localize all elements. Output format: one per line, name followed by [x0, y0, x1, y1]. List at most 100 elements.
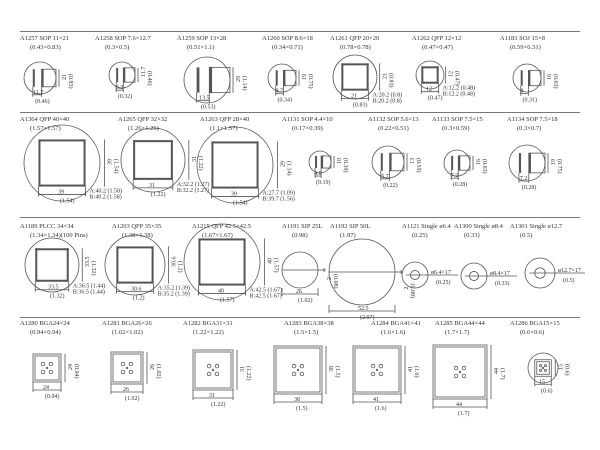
nozzle-drawing: ø6.4×17(0.25)	[401, 261, 458, 289]
nozzle-title: A1132 SOP 5.6×13	[368, 116, 419, 123]
nozzle-title: A1265 QFP 32×32	[118, 116, 168, 123]
outline	[389, 152, 405, 172]
nozzle-label: A1261 QFP 20×20(0.78×0.78)	[330, 34, 379, 52]
nozzle-label: A1189 PLCC 34×34(1.34×1.34)(100 Pins)	[20, 222, 88, 240]
nozzle-drawing: 21(0.83)21(0.83)A:20.2 (0.8)B:20.2 (0.8)	[332, 54, 402, 109]
nozzle-size-inches: (0.34×0.71)	[272, 44, 303, 51]
nozzle-title: A1301 Single ø12.7	[510, 223, 563, 230]
height-dimension: 19	[302, 74, 308, 80]
height-dimension: 21	[383, 73, 389, 79]
vent-hole	[296, 368, 300, 372]
outline	[208, 66, 231, 94]
height-dimension: 2	[404, 287, 410, 290]
nozzle-title: A1183 SOJ 15×8	[500, 35, 545, 42]
vent-hole	[214, 371, 220, 377]
outline	[457, 155, 471, 171]
vent-hole	[45, 366, 49, 370]
height-dimension-inches: (0.08)	[409, 284, 416, 299]
nozzle-size-inches: (1.1×1.57)	[210, 125, 238, 132]
nozzle-circle	[527, 352, 559, 384]
nozzle-title: A1282 BGA31×31	[183, 320, 233, 327]
b-dimension: B:40.2 (1.58)	[90, 194, 122, 201]
height-dimension-inches: (1.54)	[113, 159, 120, 174]
width-dimension: 33.5	[48, 285, 59, 291]
nozzle-drawing: 26(1.02)2(0.08)	[281, 251, 339, 304]
width-dimension: 8	[521, 89, 524, 95]
nozzle-title: A1285 BGA44×44	[435, 320, 485, 327]
width-dimension-inches: (1.32)	[50, 293, 65, 300]
width-dimension-inches: (1.02)	[298, 297, 313, 304]
width-dimension: 7.2	[451, 173, 459, 179]
height-dimension-inches: (0.39)	[342, 158, 349, 173]
outer-square	[352, 345, 402, 395]
nozzle-circle	[512, 63, 542, 93]
a-dimension: A:32.2 (1.27)	[177, 181, 210, 188]
pad-bar	[283, 70, 286, 86]
width-dimension: 7.2	[520, 176, 528, 182]
outline	[122, 67, 136, 83]
pad-bar	[196, 67, 200, 93]
nozzle-title: A1300 Single ø8.4	[454, 223, 503, 230]
nozzle-drawing: 12(0.47)12(0.47)A:12.2 (0.48)B:12.2 (0.4…	[415, 60, 475, 102]
vent-hole	[539, 368, 543, 372]
width-dimension-inches: (0.32)	[118, 93, 133, 100]
width-dimension-inches: (1.54)	[233, 200, 248, 207]
pad-bar	[198, 283, 246, 286]
pad-bar	[380, 153, 383, 171]
height-dimension-inches: (1.32)	[90, 261, 97, 276]
pad-bar	[458, 155, 461, 171]
width-dimension: 5.7	[381, 174, 389, 180]
vent-hole	[541, 366, 545, 370]
pad-bar	[421, 66, 439, 69]
height-dimension: 2	[327, 277, 333, 280]
nozzle-size-inches: (0.22×0.51)	[378, 125, 409, 132]
height-dimension-inches: (0.47)	[454, 71, 461, 86]
nozzle-size-inches: (1.97)	[340, 232, 356, 239]
pad-bar	[341, 63, 369, 66]
pad-bar	[366, 63, 369, 91]
nozzle-label: A1283 BGA38×38(1.5×1.5)	[284, 319, 334, 337]
nozzle-title: A1203 QFP 35×35	[112, 223, 162, 230]
vent-hole	[291, 371, 297, 377]
width-dimension-inches: (0.22)	[383, 182, 398, 189]
nozzle-drawing: 30.6(1.2)30.6(1.2)A:35.2 (1.39)B:35.2 (1…	[104, 234, 190, 302]
width-dimension-inches: (1.02)	[125, 395, 140, 402]
width-dimension: 15	[539, 379, 545, 385]
width-dimension-inches: (1.5)	[296, 405, 308, 412]
nozzle-title: A1286 BGA15×15	[510, 320, 560, 327]
pad-bar	[116, 246, 119, 284]
pad-bar	[32, 69, 35, 87]
height-dimension: 38	[329, 366, 335, 372]
nozzle-label: A1282 BGA31×31(1.22×1.22)	[183, 319, 233, 337]
pad-bar	[315, 155, 318, 169]
width-dimension: 31	[209, 393, 215, 399]
width-dimension-inches: (0.31)	[523, 97, 538, 104]
nozzle-drawing: 39(1.54)39(1.54)A:40.2 (1.58)B:40.2 (1.5…	[23, 124, 122, 205]
nozzle-size-inches: (0.98)	[292, 232, 308, 239]
nozzle-size-inches: (1.67×1.67)	[202, 232, 233, 239]
nozzle-label: A1280 BGA24×24(0.94×0.94)	[20, 319, 70, 337]
width-dimension: 41	[373, 397, 379, 403]
outline	[320, 155, 332, 169]
nozzle-label: A1286 BGA15×15(0.6×0.6)	[510, 319, 560, 337]
nozzle-drawing: 8(0.31)16(0.63)	[512, 63, 559, 104]
vent-hole	[48, 361, 54, 367]
height-dimension-inches: (1.22)	[197, 156, 204, 171]
width-dimension-inches: (1.2)	[133, 295, 145, 302]
nozzle-title: A1280 BGA24×24	[20, 320, 70, 327]
height-dimension: 39	[108, 159, 114, 165]
inner-square	[34, 355, 60, 381]
b-dimension: B:35.2 (1.39)	[158, 291, 190, 298]
inner-square	[112, 353, 142, 383]
divider	[20, 317, 580, 318]
nozzle-title: A1134 SOP 7.5×18	[507, 116, 558, 123]
width-dimension: 12	[426, 87, 432, 93]
vent-hole	[299, 371, 305, 377]
nozzle-title: A1262 QFP 12×12	[412, 35, 462, 42]
a-dimension: A:27.7 (1.09)	[263, 190, 296, 197]
nozzle-size-inches: (0.3×0.59)	[442, 125, 470, 132]
nozzle-drawing: 39(1.54)29(1.14)A:27.7 (1.09)B:39.7 (1.5…	[196, 126, 296, 207]
pad-bar	[133, 140, 173, 143]
height-dimension: 33.5	[85, 257, 91, 268]
height-dimension-inches: (0.83)	[388, 73, 395, 88]
